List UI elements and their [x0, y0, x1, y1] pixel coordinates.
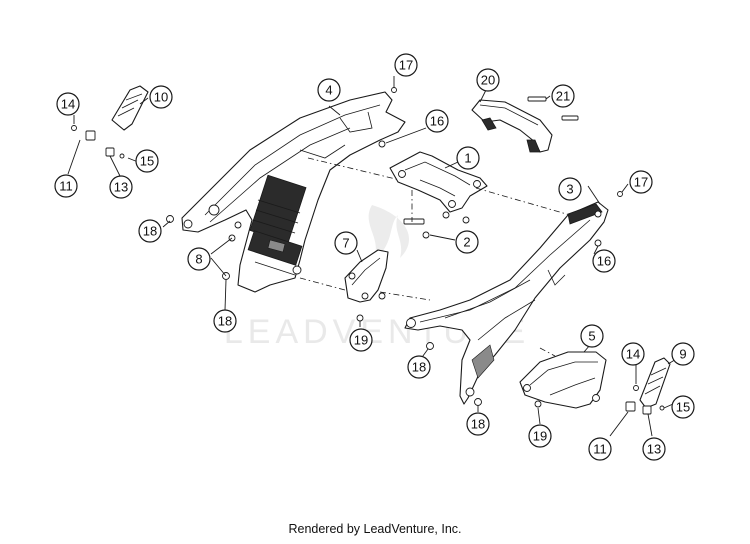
- part-3-side-frame[interactable]: [404, 201, 609, 405]
- svg-text:10: 10: [154, 90, 168, 105]
- svg-text:21: 21: [556, 89, 570, 104]
- assembly-lines: [299, 157, 571, 357]
- callout-2[interactable]: 2: [455, 230, 479, 254]
- svg-text:19: 19: [533, 429, 547, 444]
- svg-text:17: 17: [634, 175, 648, 190]
- callout-18-b[interactable]: 18: [213, 309, 237, 333]
- callout-17-right[interactable]: 17: [629, 170, 653, 194]
- render-credit: Rendered by LeadVenture, Inc.: [288, 522, 462, 536]
- callout-19-right[interactable]: 19: [528, 424, 552, 448]
- callout-15-right[interactable]: 15: [671, 395, 695, 419]
- part-7-footrest-bracket[interactable]: [344, 249, 389, 303]
- svg-text:15: 15: [676, 400, 690, 415]
- svg-text:18: 18: [143, 224, 157, 239]
- svg-text:1: 1: [464, 151, 471, 166]
- svg-text:2: 2: [463, 235, 470, 250]
- svg-text:7: 7: [342, 236, 349, 251]
- svg-text:19: 19: [354, 333, 368, 348]
- svg-text:11: 11: [59, 179, 73, 194]
- callout-5[interactable]: 5: [580, 324, 604, 348]
- svg-text:16: 16: [430, 114, 444, 129]
- svg-text:14: 14: [626, 347, 640, 362]
- svg-text:5: 5: [588, 329, 595, 344]
- callout-14-left[interactable]: 14: [56, 92, 80, 116]
- callout-1[interactable]: 1: [456, 146, 480, 170]
- callout-13-left[interactable]: 13: [109, 175, 133, 199]
- svg-text:15: 15: [140, 154, 154, 169]
- callout-11-left[interactable]: 11: [54, 174, 78, 198]
- svg-text:18: 18: [218, 314, 232, 329]
- part-10-footpeg[interactable]: [111, 85, 149, 131]
- svg-text:11: 11: [593, 442, 607, 457]
- callout-8[interactable]: 8: [187, 247, 211, 271]
- callout-16-right[interactable]: 16: [592, 249, 616, 273]
- callout-10[interactable]: 10: [149, 85, 173, 109]
- callout-19-left[interactable]: 19: [349, 328, 373, 352]
- svg-text:13: 13: [114, 180, 128, 195]
- callout-21[interactable]: 21: [551, 84, 575, 108]
- part-9-footpeg[interactable]: [639, 357, 671, 409]
- svg-text:3: 3: [566, 182, 573, 197]
- callout-17-top[interactable]: 17: [394, 53, 418, 77]
- svg-text:13: 13: [647, 442, 661, 457]
- svg-text:20: 20: [481, 73, 495, 88]
- svg-text:4: 4: [325, 83, 332, 98]
- callout-9[interactable]: 9: [671, 342, 695, 366]
- callout-11-right[interactable]: 11: [588, 437, 612, 461]
- callout-18-c[interactable]: 18: [407, 355, 431, 379]
- callout-3[interactable]: 3: [558, 177, 582, 201]
- part-20-cover[interactable]: [471, 99, 553, 153]
- part-4-rear-frame[interactable]: [181, 91, 406, 293]
- svg-text:18: 18: [471, 417, 485, 432]
- leader-lines: [67, 76, 679, 437]
- part-5-footrest-bracket[interactable]: [519, 351, 607, 409]
- svg-text:8: 8: [195, 252, 202, 267]
- svg-text:9: 9: [679, 347, 686, 362]
- callout-18-d[interactable]: 18: [466, 412, 490, 436]
- svg-text:18: 18: [412, 360, 426, 375]
- callout-14-right[interactable]: 14: [621, 342, 645, 366]
- callout-4[interactable]: 4: [317, 78, 341, 102]
- part-1-bracket[interactable]: [389, 151, 488, 213]
- svg-text:16: 16: [597, 254, 611, 269]
- callout-16-top[interactable]: 16: [425, 109, 449, 133]
- svg-text:17: 17: [399, 58, 413, 73]
- svg-text:14: 14: [61, 97, 75, 112]
- callout-13-right[interactable]: 13: [642, 437, 666, 461]
- callout-7[interactable]: 7: [334, 231, 358, 255]
- callout-15-left[interactable]: 15: [135, 149, 159, 173]
- callout-18-a[interactable]: 18: [138, 219, 162, 243]
- callout-20[interactable]: 20: [476, 68, 500, 92]
